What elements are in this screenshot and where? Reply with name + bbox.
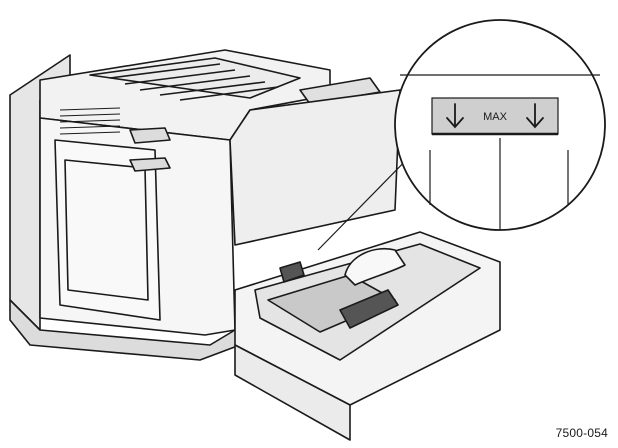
figure-id-label: 7500-054: [555, 426, 608, 440]
vent-grille: [59, 107, 121, 135]
side-door: [54, 139, 161, 321]
max-label-plate: [431, 97, 559, 135]
hand: [344, 248, 406, 286]
paper-tray: [234, 231, 501, 441]
callout-pointer: [317, 147, 419, 251]
max-label: MAX: [483, 111, 508, 123]
side-handle-top: [129, 127, 171, 144]
side-handle-bottom: [129, 157, 171, 172]
paper-guide: [339, 289, 399, 329]
printer-front-right: [229, 89, 401, 246]
arrow-down-icon: [526, 103, 544, 129]
callout-magnifier: MAX: [394, 19, 606, 231]
side-guide: [279, 261, 305, 283]
arrow-down-icon: [446, 103, 464, 129]
tray-front: [234, 344, 351, 441]
printer-body: [9, 49, 401, 361]
